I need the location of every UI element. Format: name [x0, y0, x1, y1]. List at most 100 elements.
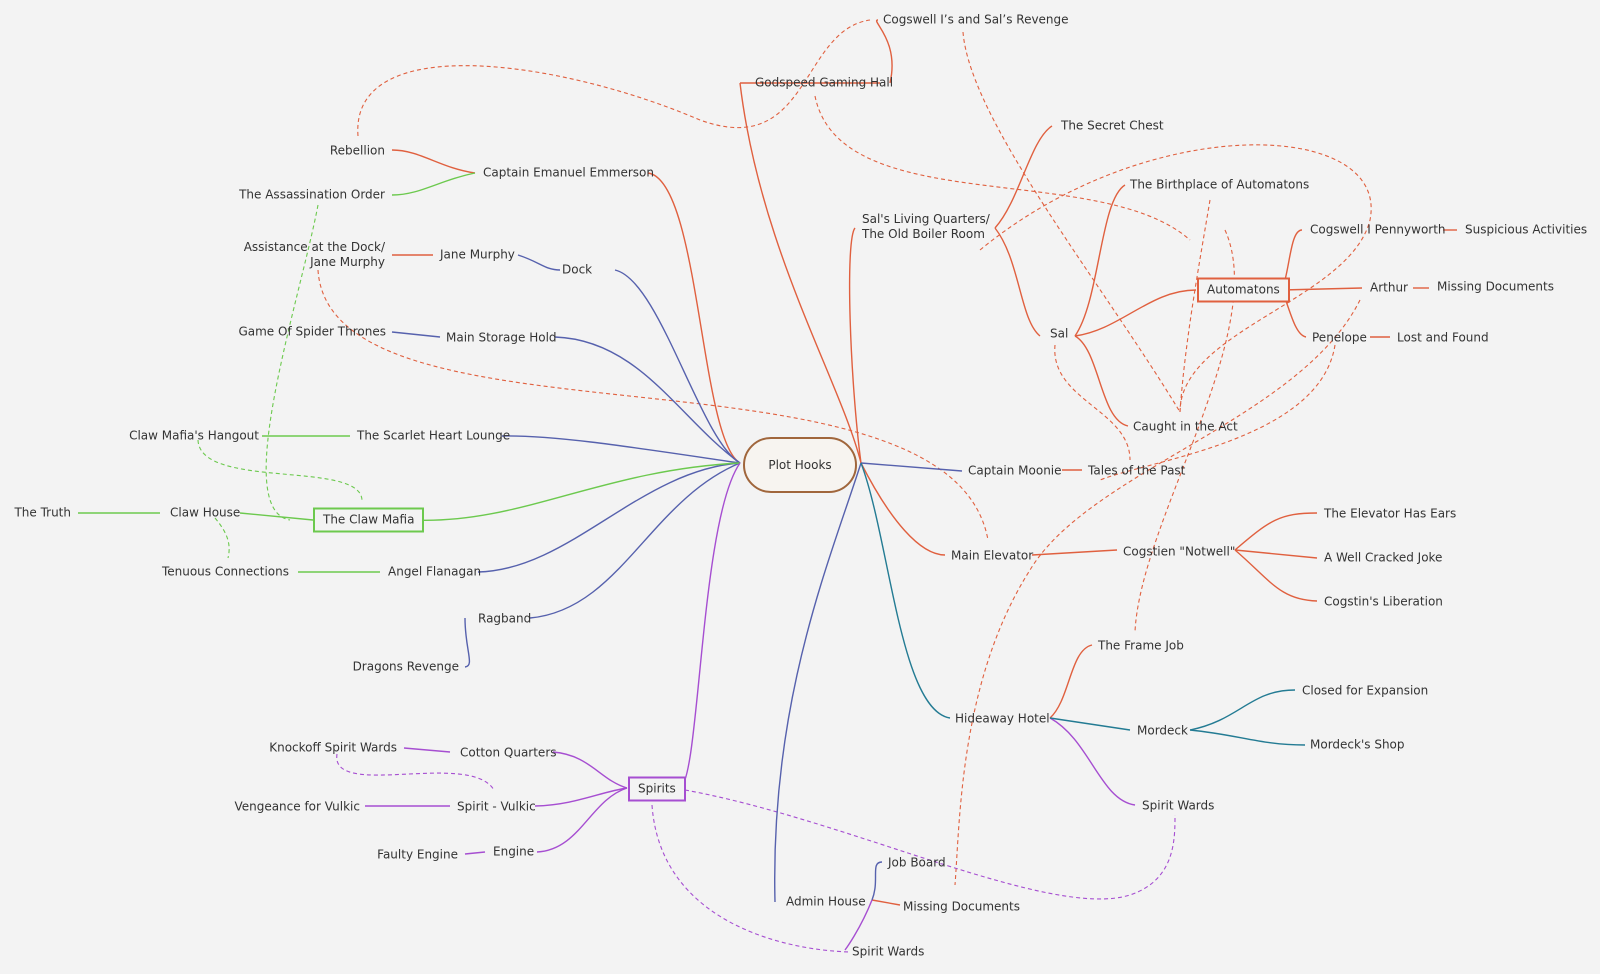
node-sals-quarters[interactable]: Sal's Living Quarters/ The Old Boiler Ro…	[862, 212, 990, 241]
branch-engine-faulty	[464, 851, 486, 855]
node-jane-murphy[interactable]: Jane Murphy	[440, 247, 515, 262]
node-birthplace[interactable]: The Birthplace of Automatons	[1130, 177, 1310, 192]
link-godspeed-automatons	[814, 95, 1191, 241]
node-claw-mafia[interactable]: The Claw Mafia	[313, 507, 425, 533]
branch-admin-job-board	[871, 861, 883, 901]
node-elevator-ears[interactable]: The Elevator Has Ears	[1324, 506, 1457, 521]
node-claw-house[interactable]: Claw House	[170, 505, 241, 520]
node-penelope[interactable]: Penelope	[1312, 330, 1367, 345]
node-spirit-vulkic[interactable]: Spirit - Vulkic	[457, 799, 536, 814]
node-cogstin-liberation[interactable]: Cogstin's Liberation	[1324, 594, 1443, 609]
node-caught-act[interactable]: Caught in the Act	[1133, 419, 1238, 434]
branch-sal-automatons	[1074, 289, 1197, 337]
node-dragons-revenge[interactable]: Dragons Revenge	[352, 659, 459, 674]
node-engine[interactable]: Engine	[493, 844, 535, 859]
node-missing-docs-arthur[interactable]: Missing Documents	[1437, 279, 1554, 294]
branch-quarters-chest	[994, 125, 1053, 229]
branch-cogstien-ears	[1234, 512, 1318, 551]
node-tenuous[interactable]: Tenuous Connections	[161, 564, 289, 579]
root-label: Plot Hooks	[768, 458, 832, 472]
link-cogswell-revenge-caught-act	[962, 31, 1181, 413]
node-arthur[interactable]: Arthur	[1370, 280, 1408, 295]
branch-automatons-arthur	[1281, 287, 1363, 291]
node-ragband[interactable]: Ragband	[478, 611, 532, 626]
branch-sal-birthplace	[1074, 184, 1126, 337]
node-cogswell-pennyworth[interactable]: Cogswell I Pennyworth	[1310, 222, 1446, 237]
node-rebellion[interactable]: Rebellion	[329, 143, 385, 158]
node-automatons[interactable]: Automatons	[1197, 277, 1290, 303]
node-cracked-joke[interactable]: A Well Cracked Joke	[1324, 550, 1443, 565]
node-dock[interactable]: Dock	[562, 262, 593, 277]
branch-sal-caught-act	[1074, 335, 1129, 427]
node-cotton-quarters[interactable]: Cotton Quarters	[460, 745, 557, 760]
node-spider-thrones[interactable]: Game Of Spider Thrones	[238, 324, 386, 339]
link-jane-main-elevator	[317, 269, 989, 541]
branch-root-emmerson	[647, 172, 741, 464]
link-assassination-claw-mafia	[265, 204, 319, 521]
node-cogstien[interactable]: Cogstien "Notwell"	[1123, 544, 1236, 559]
node-mordeck-shop[interactable]: Mordeck's Shop	[1310, 737, 1405, 752]
link-knockoff-spirit-vulkic	[336, 753, 495, 791]
node-captain-moonie[interactable]: Captain Moonie	[968, 463, 1062, 478]
node-captain-emmerson[interactable]: Captain Emanuel Emmerson	[483, 165, 655, 180]
branch-mordeck-shop	[1189, 729, 1306, 746]
node-main-elevator[interactable]: Main Elevator	[951, 548, 1034, 563]
node-tales-past[interactable]: Tales of the Past	[1088, 463, 1186, 478]
node-angel-flanagan[interactable]: Angel Flanagan	[388, 564, 482, 579]
node-mordeck[interactable]: Mordeck	[1137, 723, 1188, 738]
branch-spirits-vulkic	[534, 787, 628, 807]
branch-dock-jane	[517, 254, 561, 271]
branch-emmerson-rebellion	[391, 149, 476, 174]
branch-mordeck-closed	[1189, 689, 1296, 731]
link-arthur-missing-docs	[954, 299, 1361, 886]
branch-admin-spirit-wards	[844, 899, 873, 951]
link-sal-tales	[1054, 344, 1131, 461]
branch-clawhouse-mafia	[239, 512, 314, 521]
branch-root-moonie	[860, 462, 963, 472]
node-secret-chest[interactable]: The Secret Chest	[1061, 118, 1164, 133]
branch-elevator-cogstien	[1031, 549, 1118, 556]
node-faulty-engine[interactable]: Faulty Engine	[377, 847, 458, 862]
branch-root-sals-quarters	[848, 227, 862, 464]
node-frame-job[interactable]: The Frame Job	[1098, 638, 1184, 653]
node-assassination-order[interactable]: The Assassination Order	[239, 187, 385, 202]
branch-spirits-engine	[536, 787, 628, 853]
branch-ragband-dragons	[464, 617, 471, 668]
link-chest-caught-act	[979, 144, 1372, 413]
branch-root-spirits	[679, 462, 741, 789]
branch-cogstien-joke	[1234, 549, 1318, 559]
node-spirit-wards-admin[interactable]: Spirit Wards	[852, 944, 925, 959]
node-the-truth[interactable]: The Truth	[14, 505, 71, 520]
node-scarlet-heart[interactable]: The Scarlet Heart Lounge	[357, 428, 511, 443]
node-admin-house[interactable]: Admin House	[786, 894, 866, 909]
branch-root-storage	[554, 336, 741, 464]
root-node-plot-hooks[interactable]: Plot Hooks	[743, 437, 857, 493]
link-rebellion-cogswell-revenge	[357, 19, 871, 137]
branch-root-main-elevator	[860, 462, 946, 556]
branch-quarters-sal	[994, 227, 1041, 337]
node-job-board[interactable]: Job Board	[888, 855, 946, 870]
node-godspeed[interactable]: Godspeed Gaming Hall	[755, 75, 894, 90]
branch-cotton-knockoff	[403, 747, 451, 753]
node-vengeance-vulkic[interactable]: Vengeance for Vulkic	[234, 799, 360, 814]
node-assistance-dock[interactable]: Assistance at the Dock/ Jane Murphy	[243, 240, 385, 269]
node-suspicious[interactable]: Suspicious Activities	[1465, 222, 1588, 237]
node-closed-expansion[interactable]: Closed for Expansion	[1302, 683, 1429, 698]
node-main-storage[interactable]: Main Storage Hold	[446, 330, 557, 345]
node-sal[interactable]: Sal	[1050, 326, 1069, 341]
link-penelope-hideaway	[1099, 344, 1336, 481]
node-cogswell-revenge[interactable]: Cogswell I’s and Sal’s Revenge	[883, 12, 1069, 27]
link-hangout-claw-mafia	[197, 439, 363, 501]
branch-cogstien-liberation	[1234, 549, 1318, 602]
node-spirits[interactable]: Spirits	[628, 776, 686, 802]
node-lost-found[interactable]: Lost and Found	[1397, 330, 1489, 345]
node-hideaway-hotel[interactable]: Hideaway Hotel	[955, 711, 1050, 726]
node-missing-docs-admin[interactable]: Missing Documents	[903, 899, 1020, 914]
branch-storage-spider	[391, 331, 441, 338]
node-claw-hangout[interactable]: Claw Mafia's Hangout	[129, 428, 259, 443]
link-birthplace-caught-act	[1179, 199, 1211, 413]
node-spirit-wards-hotel[interactable]: Spirit Wards	[1142, 798, 1215, 813]
node-knockoff-wards[interactable]: Knockoff Spirit Wards	[269, 740, 397, 755]
branch-admin-missing	[871, 899, 901, 906]
